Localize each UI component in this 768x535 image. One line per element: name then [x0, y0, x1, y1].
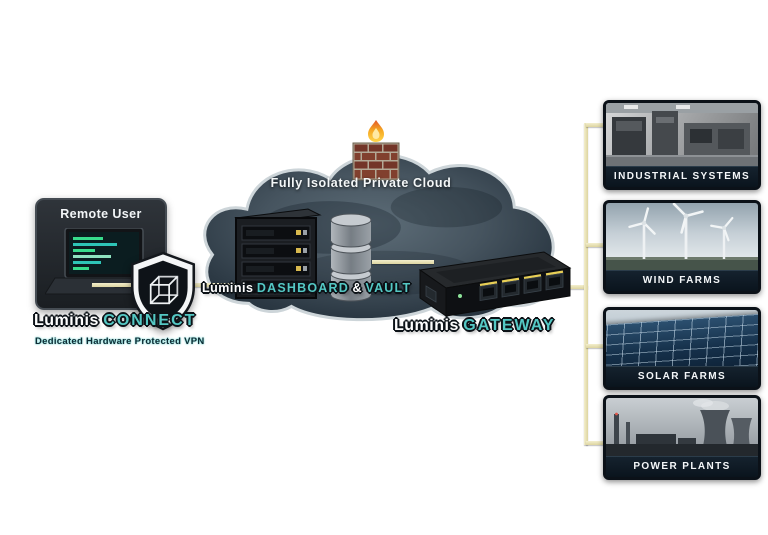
- endpoint-power-plants: POWER PLANTS: [603, 395, 761, 480]
- server-icon: [226, 204, 324, 302]
- remote-user-title: Remote User: [60, 207, 142, 221]
- vpn-shield-icon: [130, 251, 196, 331]
- industrial-photo: [606, 103, 758, 166]
- wind-farm-photo: [606, 203, 758, 270]
- industrial-systems-label: INDUSTRIAL SYSTEMS: [606, 166, 758, 187]
- product-name-connect: CONNECT: [103, 312, 197, 329]
- firewall-icon: [352, 119, 400, 181]
- remote-user-panel: Remote User: [35, 198, 167, 310]
- luminis-gateway-label: Luminis GATEWAY: [394, 317, 556, 334]
- power-plants-label: POWER PLANTS: [606, 456, 758, 477]
- endpoint-wind-farms: WIND FARMS: [603, 200, 761, 294]
- solar-panel-grid: [606, 311, 758, 366]
- connector-trunk-vertical: [584, 123, 588, 445]
- luminis-connect-label: Luminis CONNECT: [34, 312, 196, 330]
- connect-tagline: Dedicated Hardware Protected VPN: [35, 336, 205, 347]
- luminis-dashboard-vault-label: Luminis DASHBOARD & VAULT: [202, 281, 412, 295]
- wind-turbine-icon: [628, 203, 734, 259]
- power-plant-photo: [606, 398, 758, 456]
- connector-trunk-industrial: [586, 123, 606, 127]
- connector-trunk-power: [586, 441, 606, 445]
- connector-trunk-solar: [586, 344, 606, 348]
- connector-trunk-wind: [586, 243, 606, 247]
- connector-gateway-trunk: [558, 285, 588, 289]
- wind-farms-label: WIND FARMS: [606, 270, 758, 291]
- solar-farm-photo: [606, 310, 758, 366]
- product-name-gateway: GATEWAY: [463, 317, 556, 334]
- connector-cloud-gateway: [372, 260, 434, 264]
- endpoint-industrial-systems: INDUSTRIAL SYSTEMS: [603, 100, 761, 190]
- cube-icon: [149, 275, 179, 305]
- cloud-title: Fully Isolated Private Cloud: [270, 176, 452, 190]
- cooling-tower-icon: [731, 418, 752, 450]
- brand-name: Luminis: [34, 312, 99, 329]
- cooling-tower-icon: [700, 410, 730, 450]
- endpoint-solar-farms: SOLAR FARMS: [603, 307, 761, 390]
- database-icon: [328, 210, 374, 302]
- solar-farms-label: SOLAR FARMS: [606, 366, 758, 387]
- gateway-device-icon: [406, 244, 574, 318]
